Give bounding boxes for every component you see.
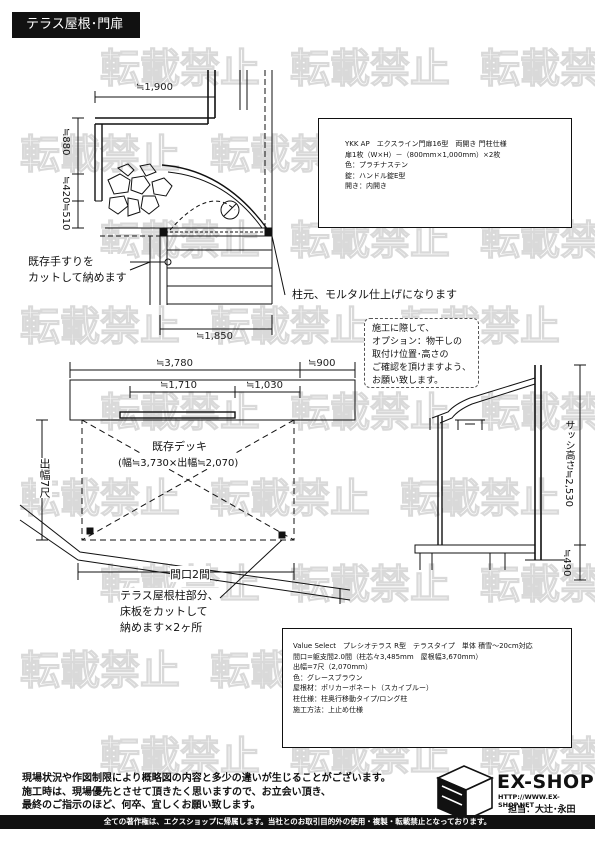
watermark-text: 転載禁止 (290, 218, 450, 264)
gate-dim-bottom: ≒1,850 (196, 331, 234, 342)
terrace-spec-line: 屋根材：ポリカーボネート（スカイブルー） (293, 684, 433, 693)
logo-url: HTTP://WWW.EX-SHOP.NET (498, 793, 560, 809)
callout-cut-line-3: 納めます×2ヶ所 (120, 621, 203, 634)
terrace-depth-label: 出幅7尺 (36, 458, 52, 498)
gate-plan-view (72, 70, 286, 335)
note-line: オプション：物干しの (372, 337, 463, 347)
deck-size: (幅≒3,730×出幅≒2,070) (118, 454, 239, 469)
disclaimer-line: 施工時は、現場優先とさせて頂きたく思いますので、お立会い頂き、 (22, 786, 331, 798)
watermark-text: 転載禁止 (480, 562, 595, 608)
watermark-text: 転載禁止 (210, 476, 370, 522)
terrace-width-label: 間口2間 (170, 566, 210, 582)
watermark-text: 転載禁止 (290, 46, 450, 92)
terrace-spec-line: 色：グレースブラウン (293, 673, 363, 682)
terrace-dim-1710: ≒1,710 (160, 380, 198, 391)
disclaimer: 現場状況や作図制限により概略図の内容と多少の違いが生じることがございます。 施工… (22, 772, 391, 813)
staff-label: 担当：大辻･永田 (508, 805, 576, 815)
disclaimer-line: 最終のご指示のほど、何卒、宜しくお願い致します。 (22, 800, 261, 811)
terrace-dim-1030: ≒1,030 (246, 380, 284, 391)
callout-cut-line-1: テラス屋根柱部分、 (120, 589, 219, 602)
callout-post: 柱元、モルタル仕上げになります (292, 287, 457, 303)
watermark-text: 転載禁止 (100, 46, 260, 92)
watermark-text: 転載禁止 (480, 46, 595, 92)
watermark-text: 転載禁止 (290, 390, 450, 436)
terrace-dim-total: ≒3,780 (156, 358, 194, 369)
section-title: テラス屋根･門扉 (12, 12, 140, 38)
gate-dim-880: ≒880 (60, 128, 71, 156)
sash-height-label: サッシ高さ≒2,530 (563, 420, 574, 508)
callout-cut-line-2: 床板をカットして (120, 605, 208, 618)
watermark-text: 転載禁止 (400, 476, 560, 522)
terrace-elevation-view (414, 359, 586, 581)
watermark-text: 転載禁止 (480, 390, 595, 436)
callout-handrail-line-2: カットして納めます (28, 271, 127, 284)
gate-spec-line: 開き：内開き (345, 182, 387, 191)
callout-handrail-line-1: 既存手すりを (28, 255, 94, 268)
gate-dim-510: ≒510 (60, 203, 71, 231)
callout-handrail: 既存手すりを カットして納めます (28, 254, 127, 286)
callout-cut: テラス屋根柱部分、 床板をカットして 納めます×2ヶ所 (120, 588, 219, 636)
watermark-text: 転載禁止 (20, 648, 180, 694)
logo-name: EX-SHOP (497, 771, 595, 793)
watermark-text: 転載禁止 (20, 304, 180, 350)
watermark-text: 転載禁止 (20, 132, 180, 178)
watermark-text: 転載禁止 (210, 304, 370, 350)
terrace-spec-line: 間口=躯支間2.0間（柱芯々3,485mm 屋根幅3,670mm） (293, 652, 483, 661)
disclaimer-line: 現場状況や作図制限により概略図の内容と多少の違いが生じることがございます。 (22, 773, 391, 784)
watermark-text: 転載禁止 (100, 734, 260, 780)
gate-spec-line: 色：プラチナステン (345, 161, 408, 170)
note-line: ご確認を頂けますよう、 (372, 363, 472, 373)
elevation-dim-490: ≒490 (561, 549, 572, 577)
watermark-text: 転載禁止 (100, 218, 260, 264)
gate-dim-top: ≒1,900 (136, 82, 174, 93)
gate-dim-420: ≒420 (60, 176, 71, 204)
gate-spec-box: YKK AP エクスライン門扉16型 両開き 門柱仕様 扉1枚（W×H）－（80… (318, 118, 572, 228)
construction-note: 施工に際して、 オプション：物干しの 取付け位置･高さの ご確認を頂けますよう、… (364, 318, 479, 388)
gate-spec-line: YKK AP エクスライン門扉16型 両開き 門柱仕様 (345, 140, 507, 148)
deck-label: 既存デッキ (152, 438, 207, 454)
terrace-spec-line: 施工方法：上止め仕様 (293, 705, 363, 714)
note-line: 施工に際して、 (372, 324, 435, 334)
note-line: 取付け位置･高さの (372, 350, 449, 360)
terrace-plan-view (19, 362, 356, 604)
terrace-spec-line: 出幅=7尺（2,070mm） (293, 663, 372, 672)
note-line: お願い致します。 (372, 376, 444, 386)
terrace-dim-900: ≒900 (308, 358, 336, 369)
watermark-text: 転載禁止 (100, 390, 260, 436)
terrace-spec-box: Value Select プレシオテラス R型 テラスタイプ 単体 積雪～20c… (282, 628, 572, 748)
terrace-spec-line: Value Select プレシオテラス R型 テラスタイプ 単体 積雪～20c… (293, 642, 533, 650)
gate-spec-line: 錠：ハンドル錠E型 (345, 171, 406, 180)
gate-spec-line: 扉1枚（W×H）－（800mm×1,000mm）×2枚 (345, 150, 501, 159)
copyright-footer: 全ての著作権は、エクスショップに帰属します。当社とのお取引目的外の使用・複製・転… (0, 815, 595, 829)
logo-cube-icon (436, 765, 494, 822)
terrace-spec-line: 柱仕様：柱奥行移動タイプ/ロング柱 (293, 694, 408, 703)
